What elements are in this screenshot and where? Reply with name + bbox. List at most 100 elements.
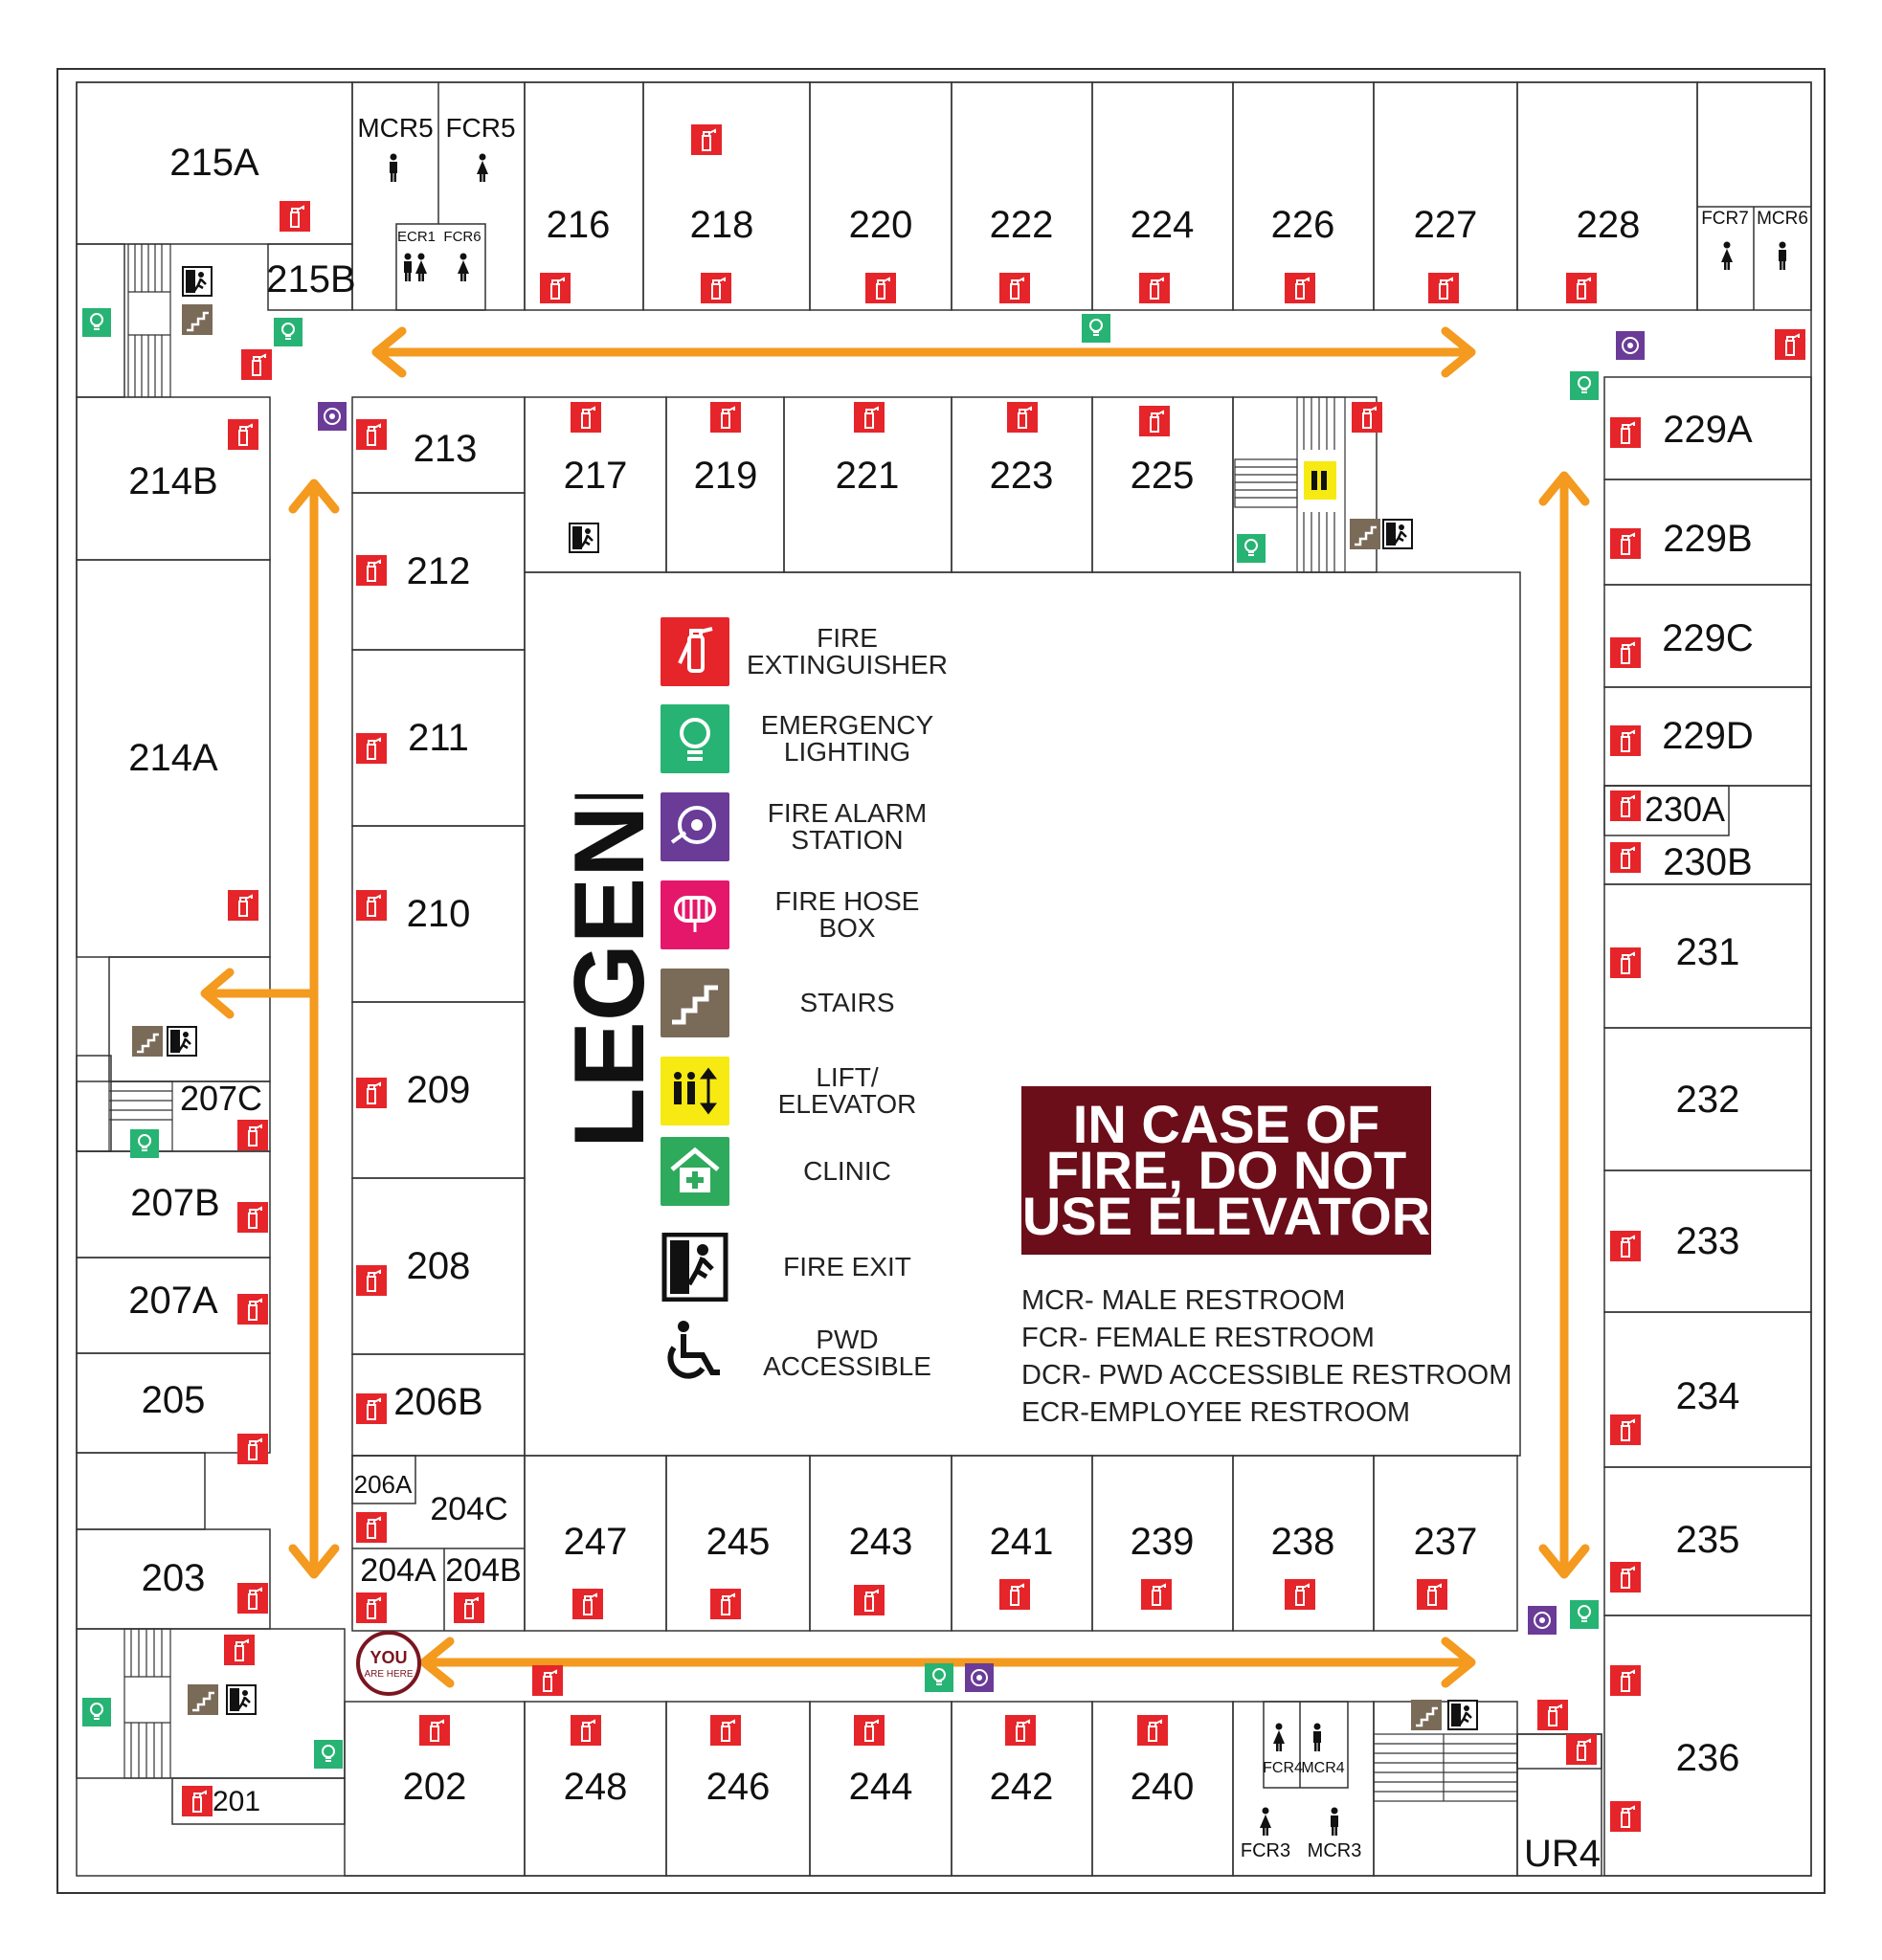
legend-label: FIRE EXTINGUISHER bbox=[746, 623, 949, 679]
restroom-labels: MCR5 FCR5 ECR1 FCR6 FCR7 MCR6 FCR4 MCR4 … bbox=[357, 113, 1808, 1861]
map-frame bbox=[56, 68, 1826, 1894]
legend-item-pwd-accessible: PWD ACCESSIBLE bbox=[661, 1319, 1043, 1393]
fire-extinguisher-icon bbox=[355, 732, 388, 765]
room-231-label: 231 bbox=[1676, 931, 1740, 973]
fire-extinguisher-icon bbox=[1609, 636, 1642, 669]
fire-alarm-icon bbox=[964, 1662, 995, 1693]
fire-extinguisher-icon bbox=[236, 1582, 269, 1615]
room-243-label: 243 bbox=[849, 1521, 913, 1563]
room-244-label: 244 bbox=[849, 1766, 913, 1808]
room-201-label: 201 bbox=[213, 1786, 260, 1817]
room-240-label: 240 bbox=[1131, 1766, 1195, 1808]
fire-extinguisher-icon bbox=[453, 1592, 485, 1624]
fire-warning-banner: IN CASE OF FIRE, DO NOT USE ELEVATOR bbox=[1021, 1086, 1431, 1255]
fire-extinguisher-icon bbox=[853, 401, 885, 434]
fire-extinguisher-icon bbox=[1609, 1561, 1642, 1593]
restroom-FCR3-label: FCR3 bbox=[1241, 1840, 1290, 1861]
room-234-label: 234 bbox=[1676, 1375, 1740, 1417]
room-226-label: 226 bbox=[1271, 204, 1335, 246]
room-229B-label: 229B bbox=[1663, 518, 1752, 560]
stairs-icon bbox=[180, 302, 214, 337]
restroom-abbreviations: MCR- MALE RESTROOM FCR- FEMALE RESTROOM … bbox=[1021, 1282, 1512, 1432]
room-207B-label: 207B bbox=[130, 1182, 219, 1224]
route-arrow-left bbox=[200, 479, 340, 1579]
restroom-MCR5-label: MCR5 bbox=[357, 113, 433, 143]
room-209-label: 209 bbox=[407, 1069, 471, 1111]
fire-extinguisher-icon bbox=[181, 1785, 213, 1817]
fire-extinguisher-icon bbox=[570, 1714, 602, 1747]
male-restroom-icon bbox=[390, 153, 397, 182]
restroom-MCR6-label: MCR6 bbox=[1757, 209, 1808, 229]
fire-extinguisher-icon bbox=[355, 554, 388, 587]
room-223-label: 223 bbox=[990, 455, 1054, 497]
fire-extinguisher-icon bbox=[1565, 272, 1598, 304]
fire-exit-icon bbox=[166, 1025, 198, 1058]
room-239-label: 239 bbox=[1131, 1521, 1195, 1563]
room-214B-label: 214B bbox=[128, 460, 217, 502]
room-212-label: 212 bbox=[407, 550, 471, 592]
stairwell-nw bbox=[127, 243, 171, 398]
emergency-light-icon bbox=[661, 704, 729, 773]
fire-alarm-icon bbox=[1615, 330, 1646, 361]
room-204C-label: 204C bbox=[430, 1491, 507, 1527]
emergency-light-icon bbox=[313, 1739, 344, 1770]
fire-extinguisher-icon bbox=[864, 272, 897, 304]
restroom-MCR4-label: MCR4 bbox=[1301, 1760, 1344, 1776]
emergency-light-icon bbox=[1236, 533, 1266, 564]
legend-label: EMERGENCY LIGHTING bbox=[760, 710, 934, 767]
fire-extinguisher-icon bbox=[709, 1714, 742, 1747]
fire-extinguisher-icon bbox=[355, 1392, 388, 1425]
fire-extinguisher-icon bbox=[1006, 401, 1039, 434]
fire-exit-icon bbox=[1446, 1699, 1479, 1731]
room-242-label: 242 bbox=[990, 1766, 1054, 1808]
legend-item-emergency-lighting: EMERGENCY LIGHTING bbox=[661, 704, 1043, 779]
clinic-icon bbox=[661, 1137, 729, 1206]
fire-extinguisher-icon bbox=[1351, 401, 1383, 434]
room-211-label: 211 bbox=[408, 717, 469, 759]
emergency-light-icon bbox=[1569, 1599, 1600, 1630]
fire-extinguisher-icon bbox=[355, 1077, 388, 1109]
restroom-MCR3-label: MCR3 bbox=[1308, 1840, 1362, 1861]
room-217-label: 217 bbox=[564, 455, 628, 497]
fire-extinguisher-icon bbox=[355, 1264, 388, 1297]
fire-extinguisher-icon bbox=[1609, 416, 1642, 449]
emergency-light-icon bbox=[129, 1128, 160, 1159]
stairs-icon bbox=[1348, 517, 1382, 551]
room-214A-label: 214A bbox=[128, 737, 218, 779]
wheelchair-icon bbox=[661, 1319, 729, 1388]
legend-label: PWD ACCESSIBLE bbox=[763, 1325, 931, 1381]
emergency-light-icon bbox=[1569, 370, 1600, 401]
fire-exit-icon bbox=[661, 1233, 729, 1302]
elevator-icon bbox=[1304, 461, 1336, 500]
fire-extinguisher-icon bbox=[531, 1664, 564, 1697]
you-are-here-line1: YOU bbox=[370, 1648, 407, 1667]
abbreviation-line: MCR- MALE RESTROOM bbox=[1021, 1285, 1346, 1316]
legend-item-fire-alarm: FIRE ALARM STATION bbox=[661, 792, 1043, 867]
fire-extinguisher-icon bbox=[1138, 272, 1171, 304]
female-restroom-icon bbox=[415, 253, 427, 281]
stairs-exit-markers bbox=[130, 265, 1479, 1732]
room-220-label: 220 bbox=[849, 204, 913, 246]
you-are-here-line2: ARE HERE bbox=[364, 1669, 413, 1680]
emergency-light-icon bbox=[81, 1697, 112, 1727]
room-229C-label: 229C bbox=[1662, 617, 1754, 659]
room-221-label: 221 bbox=[836, 455, 900, 497]
fire-extinguisher-icon bbox=[998, 272, 1031, 304]
room-218-label: 218 bbox=[690, 204, 754, 246]
abbreviation-line: DCR- PWD ACCESSIBLE RESTROOM bbox=[1021, 1360, 1512, 1391]
fire-extinguisher-icon bbox=[661, 617, 729, 686]
room-229D-label: 229D bbox=[1662, 715, 1754, 757]
emergency-light-icon bbox=[273, 317, 303, 347]
fire-alarm-icon bbox=[1527, 1605, 1557, 1636]
female-restroom-icon bbox=[1721, 241, 1733, 270]
fire-alarm-icon bbox=[317, 401, 347, 432]
fire-extinguisher-icon bbox=[709, 1588, 742, 1620]
restroom-FCR5-label: FCR5 bbox=[445, 113, 515, 143]
room-230A-label: 230A bbox=[1645, 790, 1725, 829]
legend-item-clinic: CLINIC bbox=[661, 1137, 1043, 1212]
route-arrow-bottom bbox=[419, 1637, 1476, 1688]
room-203-label: 203 bbox=[142, 1557, 206, 1599]
fire-extinguisher-icon bbox=[1004, 1714, 1037, 1747]
room-237-label: 237 bbox=[1414, 1521, 1478, 1563]
room-208-label: 208 bbox=[407, 1245, 471, 1287]
